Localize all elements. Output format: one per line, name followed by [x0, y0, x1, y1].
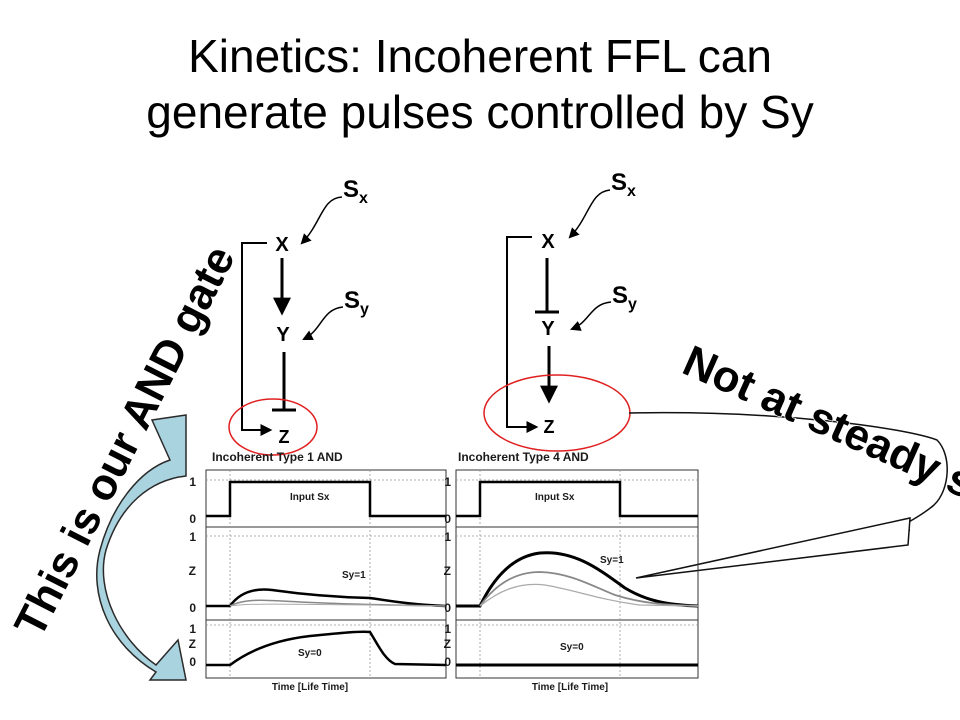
left-tick-bot-z: Z [189, 637, 196, 651]
left-tick-mid-z: Z [189, 564, 196, 578]
right-tick-mid-0: 0 [444, 601, 451, 615]
right-sy-arrow [570, 301, 612, 331]
left-tick-top-1: 1 [189, 475, 196, 489]
right-z-highlight-circle [483, 374, 631, 452]
left-input-sx-trace [206, 480, 446, 518]
slide-title: Kinetics: Incoherent FFL can generate pu… [0, 28, 960, 140]
left-sy1-label: Sy=1 [342, 570, 366, 581]
and-gate-curved-arrow [96, 414, 187, 681]
right-circuit-diagram: Sx X Sy Y Z [483, 169, 637, 452]
right-tick-bot-0: 0 [444, 655, 451, 669]
right-node-x: X [541, 231, 555, 253]
right-input-label: Input Sx [535, 492, 575, 503]
right-sx-label: Sx [611, 169, 636, 200]
and-gate-callout: This is our AND gate [5, 238, 244, 644]
right-tick-top-0: 0 [444, 512, 451, 526]
left-x-to-z-arrow [241, 242, 273, 436]
left-tick-bot-0: 0 [189, 655, 196, 669]
right-sy-label: Sy [612, 282, 637, 313]
left-sy-arrow [302, 306, 344, 340]
left-sy1-trace-strong [206, 588, 447, 608]
left-plot-xlabel: Time [Life Time] [272, 682, 348, 693]
left-tick-mid-0: 0 [189, 601, 196, 615]
right-node-z: Z [544, 417, 555, 437]
left-input-label: Input Sx [290, 492, 330, 503]
steady-state-callout: Not at steady state [676, 336, 960, 540]
right-sy1-label: Sy=1 [600, 555, 624, 566]
left-sx-label: Sx [343, 176, 368, 207]
right-tick-bot-1: 1 [444, 622, 451, 636]
left-plot: Incoherent Type 1 AND 1 0 1 Z 0 1 Z 0 In… [189, 450, 447, 693]
left-sy0-trace [206, 630, 447, 667]
left-plot-frame [205, 469, 447, 679]
right-sy1-trace-strong [456, 551, 699, 608]
left-sy0-label: Sy=0 [298, 648, 322, 659]
left-circuit-diagram: Sx X Sy Y Z [228, 176, 369, 456]
left-sy1-trace-weak [229, 603, 447, 607]
right-plot-xlabel: Time [Life Time] [532, 682, 608, 693]
title-line-2: generate pulses controlled by Sy [146, 86, 814, 138]
left-sx-arrow [300, 196, 343, 245]
right-plot-title: Incoherent Type 4 AND [458, 450, 589, 464]
right-input-sx-trace [456, 480, 698, 518]
left-plot-title: Incoherent Type 1 AND [212, 450, 343, 464]
steady-state-pointer-arrow [635, 517, 911, 579]
left-node-z: Z [279, 427, 290, 447]
left-tick-top-0: 0 [189, 512, 196, 526]
right-x-to-z-arrow [506, 236, 539, 433]
left-node-y: Y [276, 324, 290, 346]
right-sy0-label: Sy=0 [560, 642, 584, 653]
left-sy-label: Sy [344, 287, 369, 318]
right-tick-mid-z: Z [444, 564, 451, 578]
right-plot-frame [455, 469, 699, 679]
left-node-x: X [275, 234, 289, 256]
left-tick-mid-1: 1 [189, 530, 196, 544]
right-sx-arrow [568, 189, 611, 239]
right-node-y: Y [541, 318, 555, 340]
right-tick-mid-1: 1 [444, 530, 451, 544]
left-z-highlight-circle [228, 398, 318, 456]
right-tick-bot-z: Z [444, 637, 451, 651]
right-plot: Incoherent Type 4 AND 1 0 1 Z 0 1 Z 0 In… [444, 450, 699, 693]
right-sy1-trace-mid [479, 571, 699, 607]
right-tick-top-1: 1 [444, 475, 451, 489]
left-tick-bot-1: 1 [189, 622, 196, 636]
title-line-1: Kinetics: Incoherent FFL can [188, 30, 772, 82]
right-sy1-trace-weak [479, 583, 699, 607]
